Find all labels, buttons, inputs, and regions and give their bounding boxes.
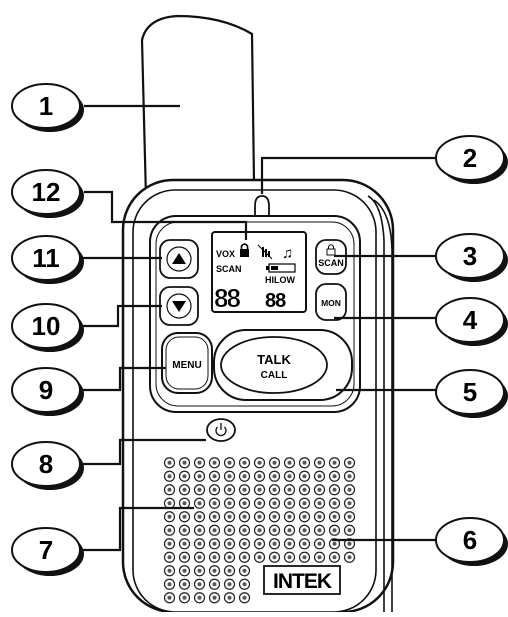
scan-button-label: SCAN — [318, 258, 344, 268]
lcd-display — [211, 231, 307, 313]
battery-icon — [266, 263, 296, 273]
callout-number: 12 — [32, 177, 61, 207]
menu-button-label: MENU — [172, 360, 201, 371]
callout-number: 8 — [39, 449, 53, 479]
brand-logo — [263, 565, 341, 595]
callout-number: 9 — [39, 375, 53, 405]
callout-number: 2 — [463, 143, 477, 173]
callout-11: 11 — [11, 235, 84, 284]
callout-6: 6 — [435, 517, 508, 566]
lcd-hilow-label: HILOW — [265, 275, 295, 285]
callout-10: 10 — [11, 303, 84, 352]
signal-bars-icon — [257, 244, 273, 260]
mon-button-label: MON — [321, 298, 341, 308]
lock-icon — [240, 243, 249, 257]
callout-4: 4 — [435, 297, 508, 346]
callout-3: 3 — [435, 233, 508, 282]
callout-number: 3 — [463, 241, 477, 271]
call-label: CALL — [261, 370, 288, 381]
monitor-button[interactable] — [315, 283, 347, 321]
callout-7: 7 — [11, 527, 84, 576]
talk-label: TALK — [257, 352, 291, 367]
microphone — [162, 564, 252, 604]
lcd-subcode-digits: 88 — [265, 290, 286, 312]
triangle-up-icon — [172, 253, 186, 264]
music-note-icon: ♫ — [282, 245, 293, 262]
lcd-vox-label: VOX — [216, 249, 235, 259]
menu-button[interactable] — [161, 332, 213, 394]
lock-icon — [326, 244, 336, 256]
callout-number: 11 — [32, 243, 60, 273]
callout-9: 9 — [11, 367, 84, 416]
callout-number: 1 — [39, 91, 53, 121]
callout-number: 10 — [32, 311, 61, 341]
callout-number: 7 — [39, 535, 53, 565]
lcd-scan-label: SCAN — [216, 264, 242, 274]
callout-number: 4 — [463, 305, 478, 335]
callout-8: 8 — [11, 441, 84, 490]
callout-number: 6 — [463, 525, 477, 555]
lcd-channel-digits: 88 — [214, 283, 240, 313]
triangle-down-icon — [172, 301, 186, 312]
power-button[interactable] — [206, 418, 236, 442]
leader-lines — [82, 104, 436, 552]
callout-5: 5 — [435, 369, 508, 418]
speaker-grille — [162, 456, 357, 564]
callout-1: 1 — [11, 83, 84, 132]
brand-logo-text: INTEK — [273, 570, 332, 593]
power-icon — [215, 423, 227, 437]
callout-number: 5 — [463, 377, 477, 407]
callout-2: 2 — [435, 135, 508, 184]
led-indicator — [254, 195, 270, 217]
callout-12: 12 — [11, 169, 84, 218]
